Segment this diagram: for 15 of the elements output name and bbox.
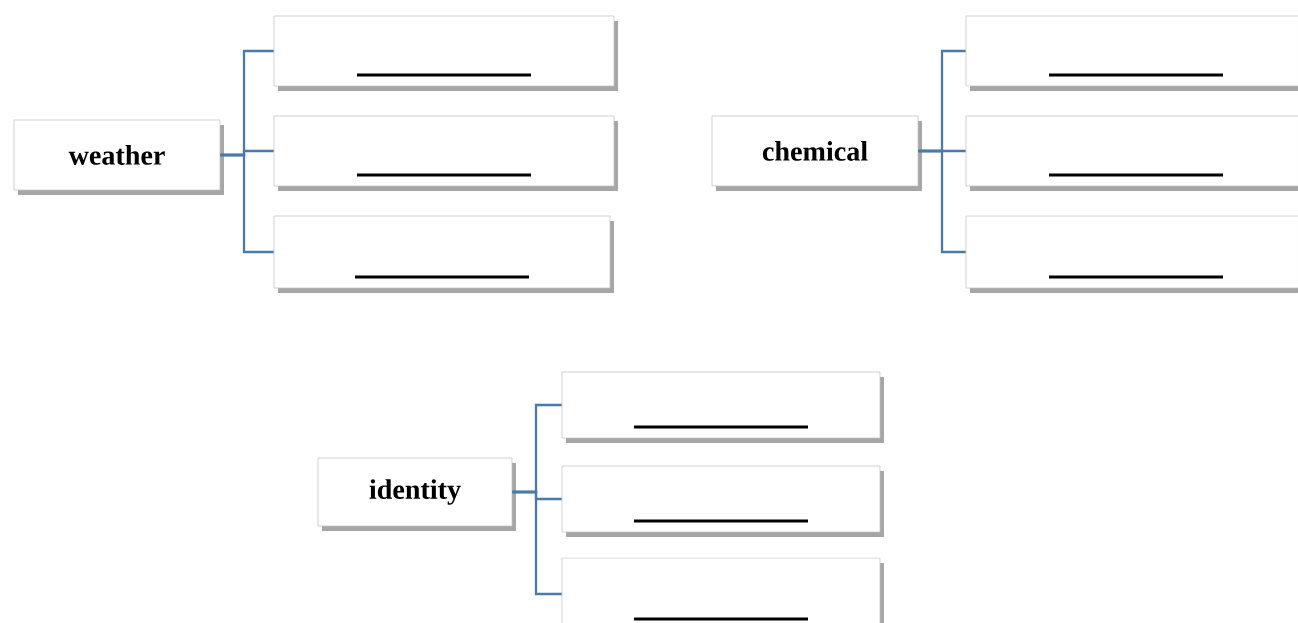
topic-box: chemical xyxy=(711,115,922,191)
connector-line xyxy=(918,149,966,254)
answer-box xyxy=(273,215,614,293)
answer-box xyxy=(561,371,884,443)
topic-box: weather xyxy=(13,119,224,195)
connector-line xyxy=(220,153,274,254)
answer-box xyxy=(561,465,884,537)
answer-box xyxy=(965,115,1298,191)
answer-box xyxy=(561,557,884,623)
answer-box xyxy=(965,215,1298,293)
answer-box xyxy=(273,15,618,91)
answer-box xyxy=(965,15,1298,91)
connector-line xyxy=(512,490,562,596)
answer-box xyxy=(273,115,618,191)
topic-box: identity xyxy=(317,457,516,531)
